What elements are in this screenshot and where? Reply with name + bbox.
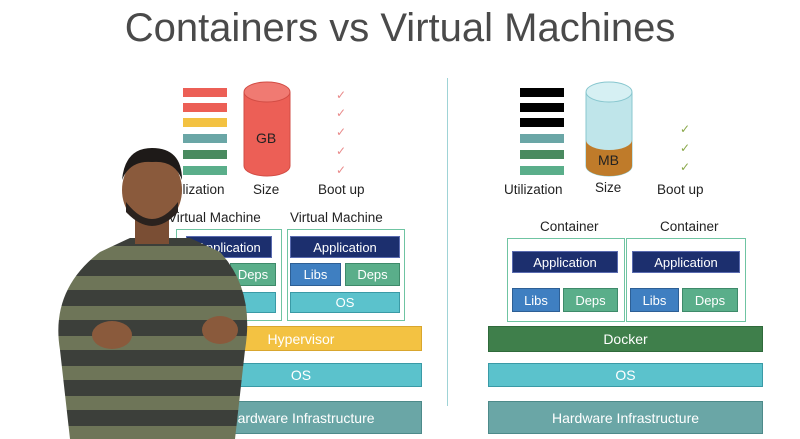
container-check-icon: ✓ xyxy=(680,122,691,136)
container2-label: Container xyxy=(660,219,719,234)
vm-util-bar xyxy=(183,88,227,97)
vm2-app-box: Application xyxy=(290,236,400,258)
container-util-bar xyxy=(520,134,564,143)
vm-util-bar xyxy=(183,118,227,127)
docker-layer: Docker xyxy=(488,326,763,352)
container-size-value: MB xyxy=(598,152,619,168)
container-util-bar xyxy=(520,150,564,159)
vm-size-value: GB xyxy=(256,130,277,146)
vm1-deps-box: Deps xyxy=(230,263,276,286)
vm-boot-label: Boot up xyxy=(318,182,365,197)
container1-label: Container xyxy=(540,219,599,234)
vm2-libs-box: Libs xyxy=(290,263,341,286)
vm1-label: Virtual Machine xyxy=(168,210,261,225)
vm-check-icon: ✓ xyxy=(336,88,347,102)
container-hardware-layer: Hardware Infrastructure xyxy=(488,401,763,434)
divider-line xyxy=(447,78,448,406)
container1-libs-box: Libs xyxy=(512,288,560,312)
vm-check-icon: ✓ xyxy=(336,163,347,177)
vm-check-icon: ✓ xyxy=(336,144,347,158)
vm2-frame xyxy=(287,229,405,321)
page-title: Containers vs Virtual Machines xyxy=(124,6,676,50)
container-util-bar xyxy=(520,118,564,127)
vm-size-label: Size xyxy=(253,182,280,197)
presenter-figure xyxy=(58,148,248,439)
container-size-label: Size xyxy=(595,180,622,195)
container1-deps-box: Deps xyxy=(563,288,618,312)
container-util-bar xyxy=(520,166,564,175)
container-check-icon: ✓ xyxy=(680,160,691,174)
container-boot-label: Boot up xyxy=(657,182,704,197)
vm-util-bar xyxy=(183,150,227,159)
container-check-icon: ✓ xyxy=(680,141,691,155)
container-size-cylinder xyxy=(585,81,633,177)
container-util-bar xyxy=(520,88,564,97)
vm2-os-box: OS xyxy=(290,292,400,313)
container1-frame xyxy=(507,238,625,322)
vm-check-icon: ✓ xyxy=(336,106,347,120)
container1-app-box: Application xyxy=(512,251,618,273)
vm-check-icon: ✓ xyxy=(336,125,347,139)
container-util-bar xyxy=(520,103,564,112)
vm2-label: Virtual Machine xyxy=(290,210,383,225)
container2-libs-box: Libs xyxy=(630,288,679,312)
vm-util-bar xyxy=(183,103,227,112)
container-utilization-label: Utilization xyxy=(504,182,563,197)
container2-deps-box: Deps xyxy=(682,288,738,312)
container2-frame xyxy=(626,238,746,322)
vm2-deps-box: Deps xyxy=(345,263,400,286)
vm-util-bar xyxy=(183,134,227,143)
container2-app-box: Application xyxy=(632,251,740,273)
container-host-os-layer: OS xyxy=(488,363,763,387)
vm-util-bar xyxy=(183,166,227,175)
vm-size-cylinder xyxy=(243,81,291,177)
